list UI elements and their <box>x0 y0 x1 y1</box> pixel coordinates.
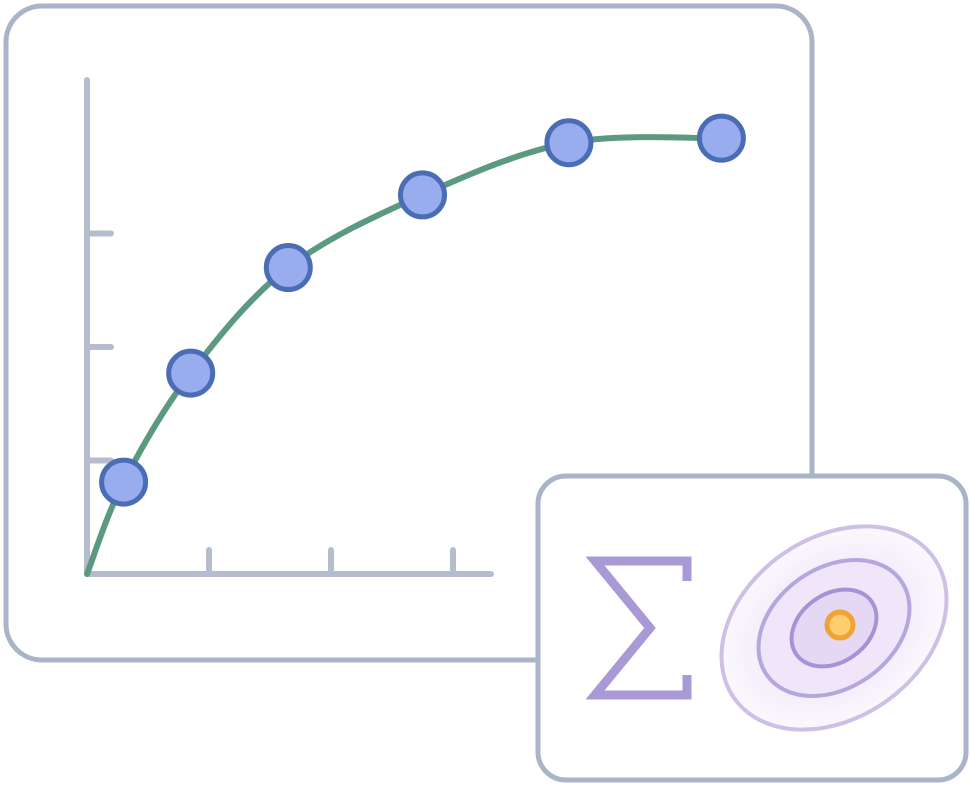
data-point-4 <box>398 170 447 220</box>
data-point-1 <box>99 457 149 507</box>
data-points <box>99 113 746 507</box>
axis-ticks <box>84 230 456 577</box>
data-point-2 <box>166 348 216 398</box>
data-point-3 <box>263 243 313 293</box>
center-point <box>824 609 856 641</box>
data-point-5 <box>544 118 594 168</box>
sigma-icon <box>585 556 692 700</box>
inset-card <box>535 473 969 783</box>
chart-area <box>84 77 746 577</box>
data-point-6 <box>696 113 746 163</box>
